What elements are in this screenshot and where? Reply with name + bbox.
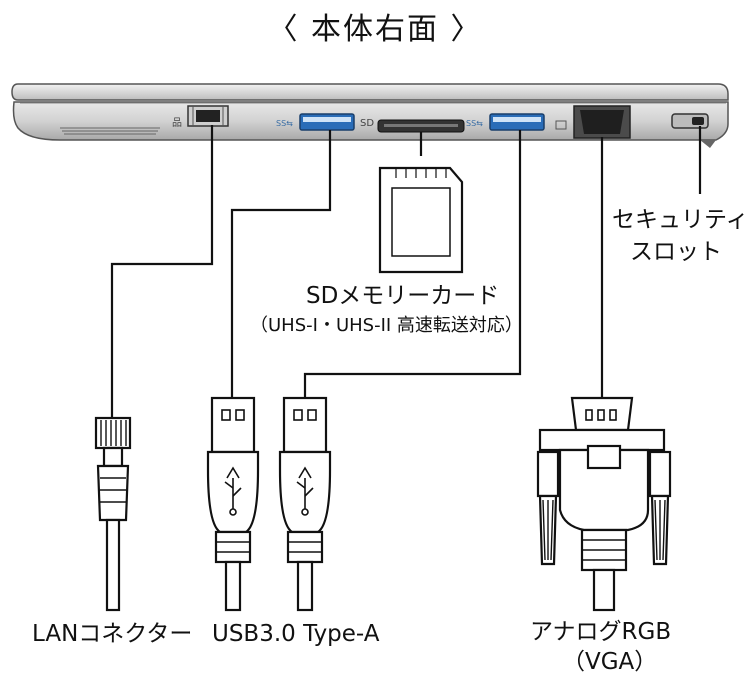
leader-lines — [110, 125, 702, 418]
security-slot-label-line2: スロット — [630, 239, 722, 265]
svg-text:SS⇆: SS⇆ — [466, 119, 483, 128]
svg-text:SS⇆: SS⇆ — [276, 119, 293, 128]
sd-slot: SD — [360, 118, 465, 133]
usb-plug-2-icon — [278, 396, 332, 612]
sd-card-spec-label: （UHS-I・UHS-II 高速転送対応） — [250, 315, 523, 336]
lan-port-icon: 品 — [172, 105, 229, 129]
vga-connector-icon — [536, 396, 672, 612]
sd-card-icon — [378, 166, 464, 274]
page-title: 〈 本体右面 〉 — [267, 12, 483, 47]
usb-port-2: SS⇆ — [466, 113, 545, 131]
usb1-leader — [230, 130, 332, 398]
security-slot — [671, 113, 709, 129]
lan-connector-icon — [94, 416, 132, 612]
vent-grille — [60, 127, 160, 135]
lan-connector-label: LANコネクター — [32, 621, 193, 647]
usb-label: USB3.0 Type-A — [212, 621, 380, 647]
svg-text:SD: SD — [360, 118, 374, 129]
usb-port-1: SS⇆ — [276, 113, 355, 131]
vga-label-line1: アナログRGB — [530, 619, 672, 645]
security-slot-label-line1: セキュリティ — [612, 207, 749, 233]
svg-text:品: 品 — [172, 117, 182, 129]
sd-card-label: SDメモリーカード — [306, 283, 500, 309]
usb2-leader — [303, 130, 522, 398]
vga-label-line2: （VGA） — [562, 649, 658, 675]
vga-port — [555, 105, 631, 139]
lan-leader — [110, 125, 214, 418]
usb-plug-1-icon — [206, 396, 260, 612]
